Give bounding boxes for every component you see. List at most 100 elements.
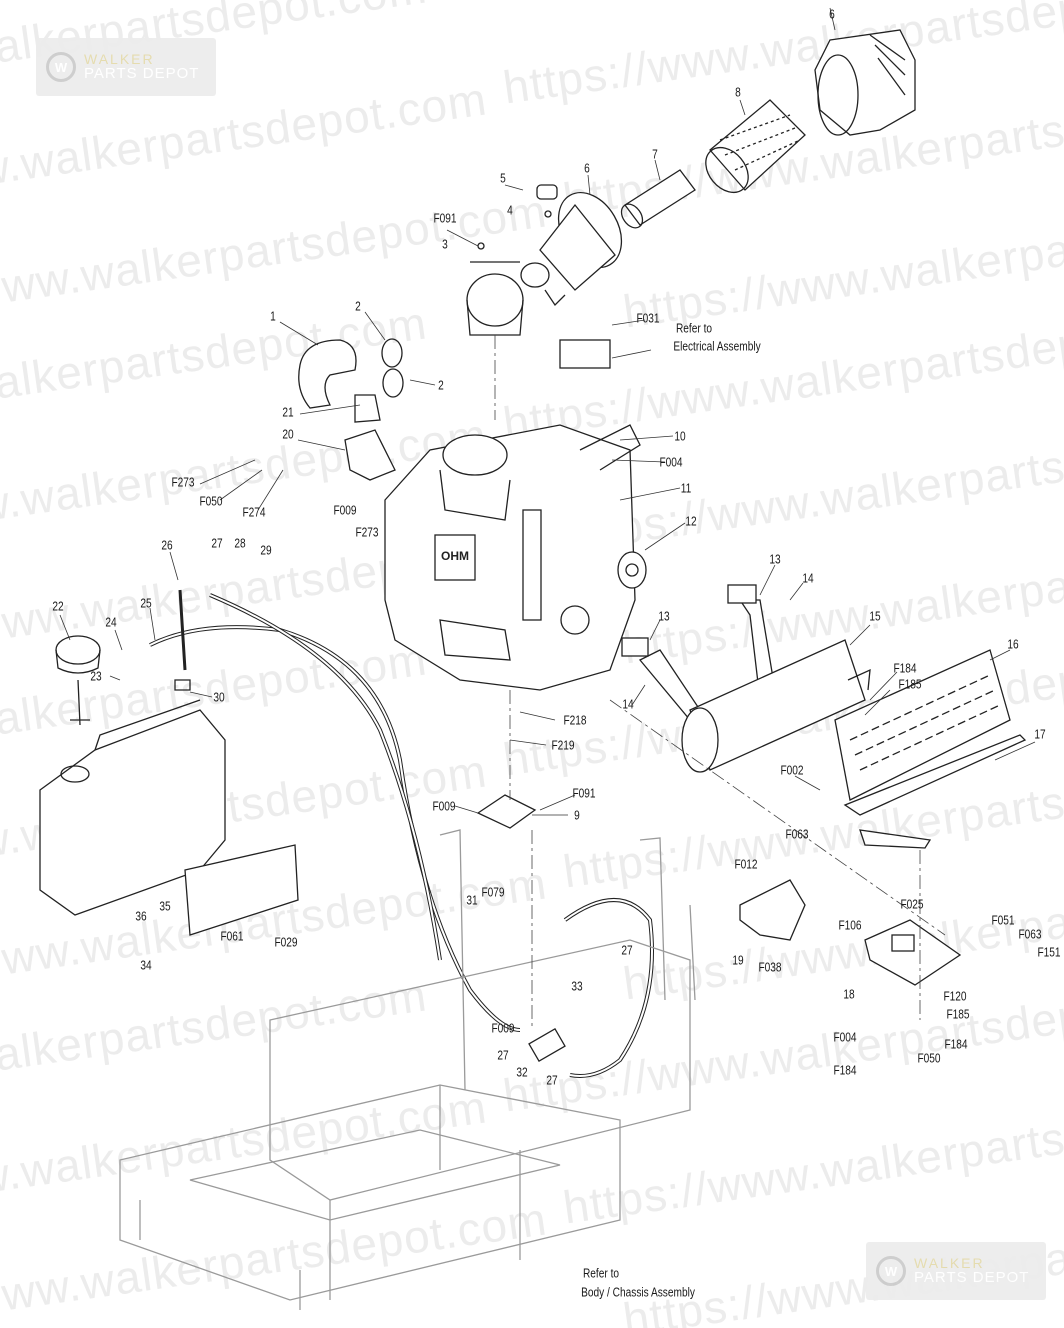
callout-2: 2 xyxy=(438,377,444,393)
regulator xyxy=(559,339,611,369)
callout-32: 32 xyxy=(516,1064,528,1080)
callout-3: 3 xyxy=(442,236,448,252)
air-filter-element xyxy=(705,99,806,194)
callout-f063: F063 xyxy=(785,826,809,842)
callout-27: 27 xyxy=(211,535,223,551)
inner-filter xyxy=(620,169,696,229)
callout-34: 34 xyxy=(140,957,152,973)
callout-f009: F009 xyxy=(333,502,357,518)
callout-f009: F009 xyxy=(491,1020,515,1036)
callout-35: 35 xyxy=(159,898,171,914)
chassis-ref-line2: Body / Chassis Assembly xyxy=(581,1284,695,1300)
callout-13: 13 xyxy=(658,608,670,624)
fuel-tank xyxy=(39,699,226,916)
callout-f079: F079 xyxy=(481,884,505,900)
logo-line1: WALKER xyxy=(914,1254,985,1271)
callout-f184: F184 xyxy=(833,1062,857,1078)
callout-27: 27 xyxy=(546,1072,558,1088)
walker-logo-icon: W xyxy=(876,1256,906,1286)
callout-20: 20 xyxy=(282,426,294,442)
callout-22: 22 xyxy=(52,598,64,614)
callout-f012: F012 xyxy=(734,856,758,872)
callout-f120: F120 xyxy=(943,988,967,1004)
assembly-centerlines xyxy=(494,335,946,1030)
exhaust-pipes xyxy=(621,584,776,721)
callout-24: 24 xyxy=(105,614,117,630)
callout-f091: F091 xyxy=(572,785,596,801)
callout-15: 15 xyxy=(869,608,881,624)
callout-36: 36 xyxy=(135,908,147,924)
engine-brand-badge: OHM xyxy=(441,549,469,563)
callout-23: 23 xyxy=(90,668,102,684)
logo-line2: PARTS DEPOT xyxy=(84,64,200,82)
callout-f051: F051 xyxy=(991,912,1015,928)
callout-27: 27 xyxy=(621,942,633,958)
electrical-ref-line2: Electrical Assembly xyxy=(673,338,761,354)
callout-13: 13 xyxy=(769,551,781,567)
callout-12: 12 xyxy=(685,513,697,529)
callout-18: 18 xyxy=(843,986,855,1002)
callout-5: 5 xyxy=(500,170,506,186)
elbow-hose xyxy=(298,338,404,481)
callout-21: 21 xyxy=(282,404,294,420)
callout-9: 9 xyxy=(574,807,580,823)
callout-17: 17 xyxy=(1034,726,1046,742)
callout-f038: F038 xyxy=(758,959,782,975)
bracket-19 xyxy=(739,879,806,941)
callout-f151: F151 xyxy=(1037,944,1061,960)
fuel-cap xyxy=(55,635,101,726)
callout-f184: F184 xyxy=(944,1036,968,1052)
callout-10: 10 xyxy=(674,428,686,444)
bracket-opening xyxy=(891,934,915,952)
callout-27: 27 xyxy=(497,1047,509,1063)
callout-2: 2 xyxy=(355,298,361,314)
callout-11: 11 xyxy=(680,480,692,496)
plate-9 xyxy=(476,794,537,829)
callout-f050: F050 xyxy=(199,493,223,509)
callout-14: 14 xyxy=(622,696,634,712)
chassis-ref-line1: Refer to xyxy=(582,1265,620,1281)
electrical-ref-line1: Refer to xyxy=(675,320,713,336)
walker-logo-icon: W xyxy=(46,52,76,82)
callout-29: 29 xyxy=(260,542,272,558)
air-cleaner-housing xyxy=(814,29,916,136)
callout-f184: F184 xyxy=(893,660,917,676)
bracket-18 xyxy=(864,919,962,986)
callout-f273: F273 xyxy=(171,474,195,490)
callout-6: 6 xyxy=(584,160,590,176)
callout-f002: F002 xyxy=(780,762,804,778)
muffler xyxy=(681,639,871,773)
callout-14: 14 xyxy=(802,570,814,586)
callout-f219: F219 xyxy=(551,737,575,753)
mounting-bracket xyxy=(466,242,524,336)
callout-f273: F273 xyxy=(355,524,379,540)
callout-f031: F031 xyxy=(636,310,660,326)
callout-6: 6 xyxy=(829,6,835,22)
callout-4: 4 xyxy=(507,202,513,218)
callout-8: 8 xyxy=(735,84,741,100)
callout-f025: F025 xyxy=(900,896,924,912)
callout-f185: F185 xyxy=(898,676,922,692)
callout-28: 28 xyxy=(234,535,246,551)
callout-f091: F091 xyxy=(433,210,457,226)
logo-line1: WALKER xyxy=(84,50,155,67)
callout-f009: F009 xyxy=(432,798,456,814)
air-cleaner-body xyxy=(520,184,623,307)
callout-33: 33 xyxy=(571,978,583,994)
heat-shield xyxy=(834,649,1027,849)
callout-f063: F063 xyxy=(1018,926,1042,942)
callout-25: 25 xyxy=(140,595,152,611)
engine: OHM xyxy=(384,424,641,691)
chassis-frame xyxy=(119,829,696,1310)
logo-line2: PARTS DEPOT xyxy=(914,1268,1030,1286)
callout-7: 7 xyxy=(652,146,658,162)
callout-f185: F185 xyxy=(946,1006,970,1022)
callout-26: 26 xyxy=(161,537,173,553)
callout-16: 16 xyxy=(1007,636,1019,652)
callout-f004: F004 xyxy=(659,454,683,470)
fuel-lines xyxy=(149,589,654,1078)
